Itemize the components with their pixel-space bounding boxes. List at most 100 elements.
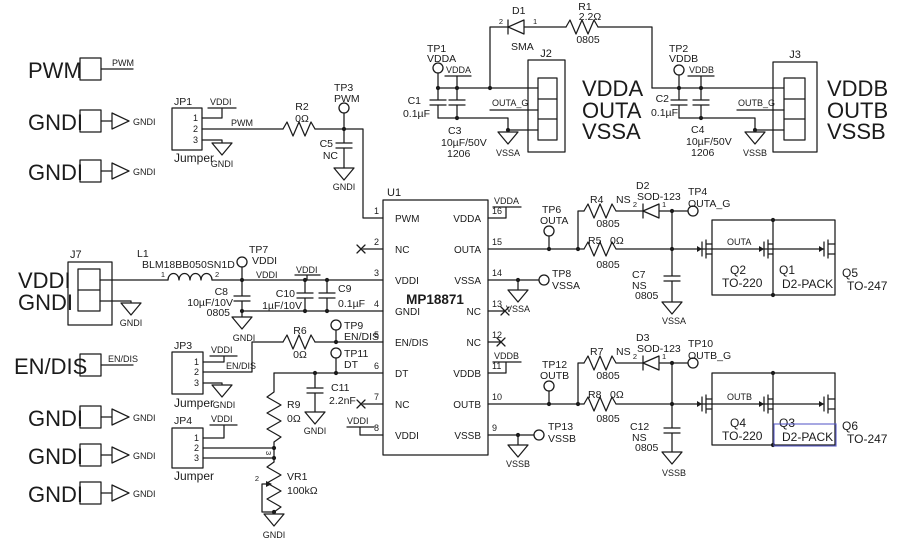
vdda-flag: VDDA — [446, 65, 471, 75]
d1-ref: D1 — [512, 5, 526, 17]
net-label-pwm-wire: PWM — [231, 118, 253, 128]
selection-highlight-box — [773, 423, 837, 447]
pad-label-gndi-4: GNDI — [28, 444, 83, 469]
d1-pin2: 2 — [499, 17, 503, 26]
u1-pin-num: 5 — [374, 330, 379, 340]
vddb-flag: VDDB — [494, 351, 519, 361]
connector-j2 — [527, 59, 566, 153]
vddb-flag: VDDB — [689, 65, 714, 75]
c3-value: 10µF/50V — [441, 137, 487, 149]
r5-ref: R5 — [588, 235, 602, 247]
c5-ref: C5 — [320, 138, 334, 150]
capacitor-c7 — [661, 248, 683, 315]
tp11-ref: TP11 — [344, 348, 368, 360]
tp1-net: VDDA — [427, 53, 456, 65]
nc-x-icon — [487, 306, 510, 316]
net-label-gndi-5: GNDI — [133, 489, 156, 499]
net-label-gndi-4: GNDI — [133, 451, 156, 461]
capacitor-c8 — [231, 279, 253, 330]
inductor-l1 — [167, 272, 213, 281]
q2-ref: Q2 — [730, 263, 746, 277]
net-label-outa-g: OUTA_G — [492, 98, 528, 108]
gnd-label: GNDI — [120, 318, 143, 328]
pad-label-pwm: PWM — [28, 58, 82, 83]
jp4-pin3: 3 — [194, 453, 199, 463]
u1-body — [382, 199, 489, 456]
tp13-ref: TP13 — [548, 421, 573, 433]
c3-pkg: 1206 — [447, 148, 471, 160]
tp2-ref: TP2 — [669, 43, 688, 55]
d3-pin2: 2 — [633, 352, 637, 361]
endis-section: JP3 1 2 3 Jumper VDDI EN/DIS GNDI R6 0Ω … — [171, 319, 384, 410]
c4-ref: C4 — [691, 124, 705, 136]
d1-pkg: SMA — [511, 41, 534, 53]
c8-value: 10µF/10V — [187, 297, 233, 309]
j2-label-vdda: VDDA — [582, 76, 643, 101]
q2-pkg: TO-220 — [722, 276, 763, 290]
u1-pin-name: NC — [467, 307, 481, 318]
jp3-type: Jumper — [174, 396, 214, 410]
u1-pin-num: 3 — [374, 268, 379, 278]
jp1-pin3: 3 — [193, 135, 198, 145]
d2-ref: D2 — [636, 180, 650, 192]
tp13-net: VSSB — [548, 433, 576, 445]
u1-pin-num: 14 — [492, 268, 502, 278]
u1-pin-num: 15 — [492, 237, 502, 247]
gnd-label: GNDI — [211, 159, 234, 169]
u1-pin-num: 10 — [492, 392, 502, 402]
pad-label-gndi-3: GNDI — [28, 406, 83, 431]
capacitor-c11 — [304, 372, 326, 425]
ground-icon — [497, 131, 519, 145]
r5-pkg: 0805 — [596, 259, 620, 271]
tp4-net: OUTA_G — [688, 198, 730, 210]
r2-value: 0Ω — [295, 113, 309, 125]
capacitor-c1 — [429, 87, 447, 119]
c12-value: NS — [632, 432, 647, 444]
tp12-net: OUTB — [540, 370, 569, 382]
vr1-pin3: 3 — [264, 451, 273, 455]
testpoint-tp2-icon — [673, 64, 685, 76]
c10-value: 1µF/10V — [262, 300, 302, 312]
c4-value: 10µF/50V — [686, 136, 732, 148]
q3-pkg: D2-PACK — [782, 430, 833, 444]
pad-label-gndi-2: GNDI — [28, 160, 83, 185]
diode-d1 — [489, 19, 567, 89]
tp10-net: OUTB_G — [688, 350, 731, 362]
j2-label-vssa: VSSA — [582, 119, 641, 144]
io-pads-left: PWM PWM GNDI GNDI GNDI GNDI EN/DIS EN/DI… — [14, 57, 156, 507]
gnd-label: GNDI — [263, 530, 286, 540]
c7-pkg: 0805 — [635, 290, 659, 302]
pad-label-gndi-5: GNDI — [28, 482, 83, 507]
r5-value: 0Ω — [610, 235, 624, 247]
j3-label-outb: OUTB — [827, 98, 888, 123]
capacitor-c5 — [335, 128, 353, 169]
resistor-r7 — [583, 355, 644, 371]
u1-pin-name: VSSA — [454, 276, 481, 287]
r4-value: NS — [616, 194, 631, 206]
r1-ref: R1 — [578, 1, 592, 13]
gnd-label-vssb: VSSB — [506, 459, 530, 469]
gnd-label-vssb: VSSB — [743, 148, 767, 158]
jp1-pin2: 2 — [193, 124, 198, 134]
l1-pin1: 1 — [161, 270, 165, 279]
gnd-label: GNDI — [213, 400, 236, 410]
nc-x-icon — [487, 337, 506, 347]
connector-j3 — [772, 61, 818, 153]
resistor-r4 — [583, 203, 644, 219]
j3-label-vddb: VDDB — [827, 76, 888, 101]
testpoint-tp6-icon — [543, 225, 555, 237]
u1-pin-num: 2 — [374, 237, 379, 247]
c7-value: NS — [632, 280, 647, 292]
connector-j7 — [67, 261, 113, 326]
net-label-gndi-2: GNDI — [133, 167, 156, 177]
j7-label-gndi: GNDI — [18, 290, 73, 315]
c1-ref: C1 — [408, 95, 422, 107]
vdda-flag: VDDA — [494, 196, 519, 206]
potentiometer-vr1 — [266, 461, 282, 513]
u1-pin-num: 8 — [374, 423, 379, 433]
u1-pin-name: VDDB — [453, 369, 481, 380]
u1-pin-name: DT — [395, 369, 408, 380]
tp3-ref: TP3 — [334, 82, 353, 94]
